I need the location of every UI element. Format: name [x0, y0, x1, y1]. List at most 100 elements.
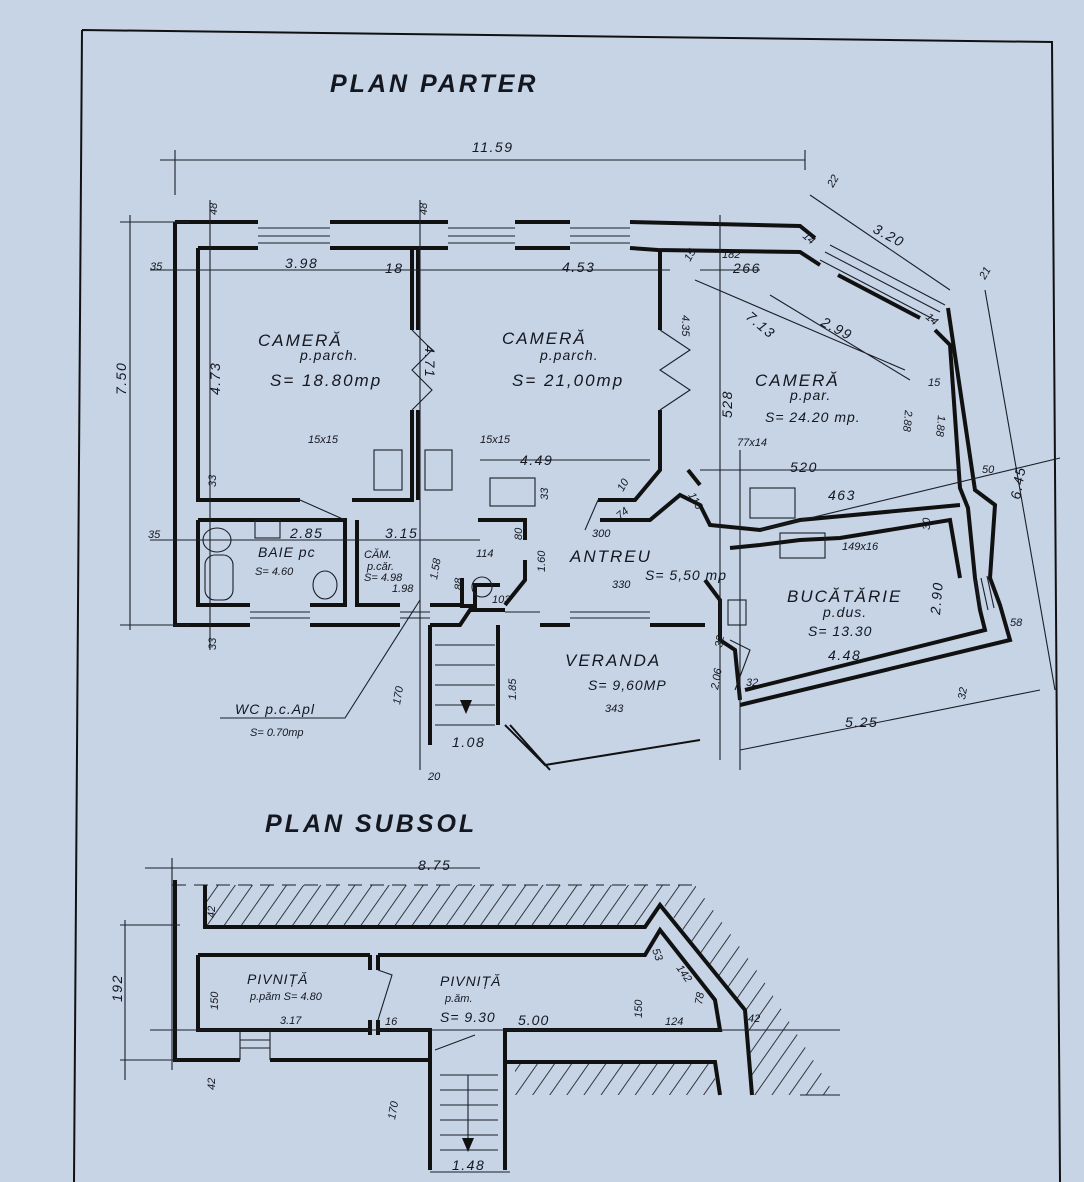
- room-camera2-name: CAMERĂ: [502, 329, 587, 348]
- dim-label: 149x16: [842, 541, 879, 553]
- room-pivnita2-name: PIVNIȚĂ: [440, 973, 501, 989]
- dim-label: 33: [207, 474, 219, 487]
- room-camera3-floor: p.par.: [789, 387, 831, 403]
- dim-label: 88: [453, 577, 465, 590]
- dim-label: 463: [828, 487, 856, 503]
- dim-label: 2.88: [900, 409, 914, 433]
- dim-label: 48: [208, 202, 220, 215]
- dim-label: 53: [649, 947, 665, 963]
- room-antreu-area: S= 5,50 mp: [645, 567, 727, 583]
- room-camera3-name: CAMERĂ: [755, 371, 840, 390]
- dim-label: 4.73: [207, 362, 223, 395]
- dim-label: 266: [732, 260, 761, 276]
- room-camara-floor: p.căr.: [366, 561, 394, 573]
- dim-label: 343: [605, 703, 624, 715]
- dim-label: 3.98: [285, 255, 318, 271]
- dim-label: 20: [427, 771, 441, 783]
- dim-label: 170: [391, 684, 406, 705]
- dim-label: 35: [150, 261, 163, 273]
- dim-label: 330: [612, 579, 631, 591]
- basement-labels: PLAN SUBSOL 8.75 42 192 150 PIVNIȚĂ p.pă…: [109, 810, 760, 1173]
- wc-leader-line: [220, 599, 421, 719]
- dim-label: 14: [800, 230, 817, 247]
- dim-label: 32: [746, 677, 758, 689]
- dim-label: 4.71: [422, 345, 438, 378]
- dim-label: 170: [386, 1099, 401, 1120]
- dim-label: 78: [693, 991, 707, 1006]
- dim-label: 6.45: [1007, 465, 1029, 501]
- dim-label: 3.15: [385, 525, 418, 541]
- dim-label: 30: [921, 517, 933, 530]
- dim-label: 1.88: [933, 415, 947, 438]
- dim-label: 42: [206, 906, 218, 918]
- dim-label: 300: [592, 528, 611, 540]
- dim-label: 150: [209, 991, 221, 1010]
- dim-label: 5.25: [845, 714, 878, 730]
- room-baie-area: S= 4.60: [255, 566, 294, 578]
- dim-label: 1.08: [452, 734, 485, 750]
- dim-label: 42: [206, 1078, 218, 1090]
- dim-label: 22: [825, 173, 842, 190]
- dim-label: 4.35: [679, 315, 691, 337]
- room-pivnita1-detail: p.păm S= 4.80: [249, 991, 323, 1003]
- dim-label: 1.58: [428, 556, 444, 580]
- room-veranda-name: VERANDA: [565, 651, 661, 670]
- room-camara-area: S= 4.98: [364, 572, 403, 584]
- dim-label: 4.53: [562, 259, 595, 275]
- dim-label: 77x14: [737, 437, 767, 449]
- dim-label: 15x15: [308, 434, 339, 446]
- dim-label: 192: [109, 974, 125, 1002]
- dim-label: 33: [207, 637, 219, 650]
- room-camera2-floor: p.parch.: [539, 347, 599, 363]
- dim-overall-width: 11.59: [472, 139, 514, 155]
- dim-label: 5.00: [518, 1012, 549, 1028]
- room-pivnita2-area: S= 9.30: [440, 1009, 496, 1025]
- dim-label: 520: [790, 459, 818, 475]
- dim-label: 32: [956, 686, 970, 700]
- room-veranda-area: S= 9,60MP: [588, 677, 667, 693]
- dim-label: 2.06: [709, 666, 725, 691]
- dim-label: 3.20: [871, 221, 908, 251]
- dim-label: 150: [633, 999, 645, 1018]
- dim-label: 32: [713, 634, 727, 648]
- dim-label: 48: [418, 202, 430, 215]
- dim-label: 33: [539, 487, 551, 500]
- dim-label: 182: [722, 249, 740, 261]
- room-pivnita1-name: PIVNIȚĂ: [247, 971, 308, 987]
- dim-label: 16: [385, 1016, 398, 1028]
- room-bucatarie-area: S= 13.30: [808, 623, 872, 639]
- ground-floor-title: PLAN PARTER: [330, 70, 538, 98]
- room-camera2-area: S= 21,00mp: [512, 371, 624, 390]
- dim-label: 58: [1010, 617, 1023, 629]
- dim-label: 50: [982, 464, 995, 476]
- dim-overall-height: 7.50: [113, 362, 129, 395]
- basement-walls: [120, 858, 840, 1173]
- dim-label: 15x15: [480, 434, 511, 446]
- dim-label: 114: [476, 548, 494, 560]
- dim-label: 4.49: [520, 452, 553, 468]
- dim-label: 18: [385, 260, 404, 276]
- dim-label: 1.85: [507, 678, 519, 700]
- dim-label: 14: [923, 311, 940, 328]
- room-wc-name: WC p.c.Apl: [235, 701, 315, 717]
- dim-label: 2.90: [927, 581, 946, 617]
- dim-label: 42: [748, 1013, 760, 1025]
- ground-floor-labels: PLAN PARTER 11.59 7.50 48 48 35 35 3.98 …: [113, 70, 1029, 783]
- sheet-border: [73, 29, 1061, 1182]
- dim-label: 103: [492, 594, 511, 606]
- dim-label: 1.48: [452, 1157, 485, 1173]
- dim-basement-width: 8.75: [418, 857, 451, 873]
- room-camera3-area: S= 24.20 mp.: [765, 409, 861, 425]
- dim-label: 2.99: [818, 313, 856, 343]
- room-bucatarie-floor: p.dus.: [822, 604, 867, 620]
- room-baie-name: BAIE pc: [258, 544, 316, 560]
- ground-floor-walls: [120, 150, 1061, 771]
- dim-label: 21: [977, 265, 994, 282]
- dim-label: 3.17: [280, 1015, 302, 1027]
- basement-title: PLAN SUBSOL: [265, 810, 477, 838]
- dim-label: 4.48: [828, 647, 861, 663]
- room-pivnita2-floor: p.ăm.: [444, 993, 473, 1005]
- dim-label: 10: [615, 476, 632, 493]
- dim-label: 124: [665, 1016, 683, 1028]
